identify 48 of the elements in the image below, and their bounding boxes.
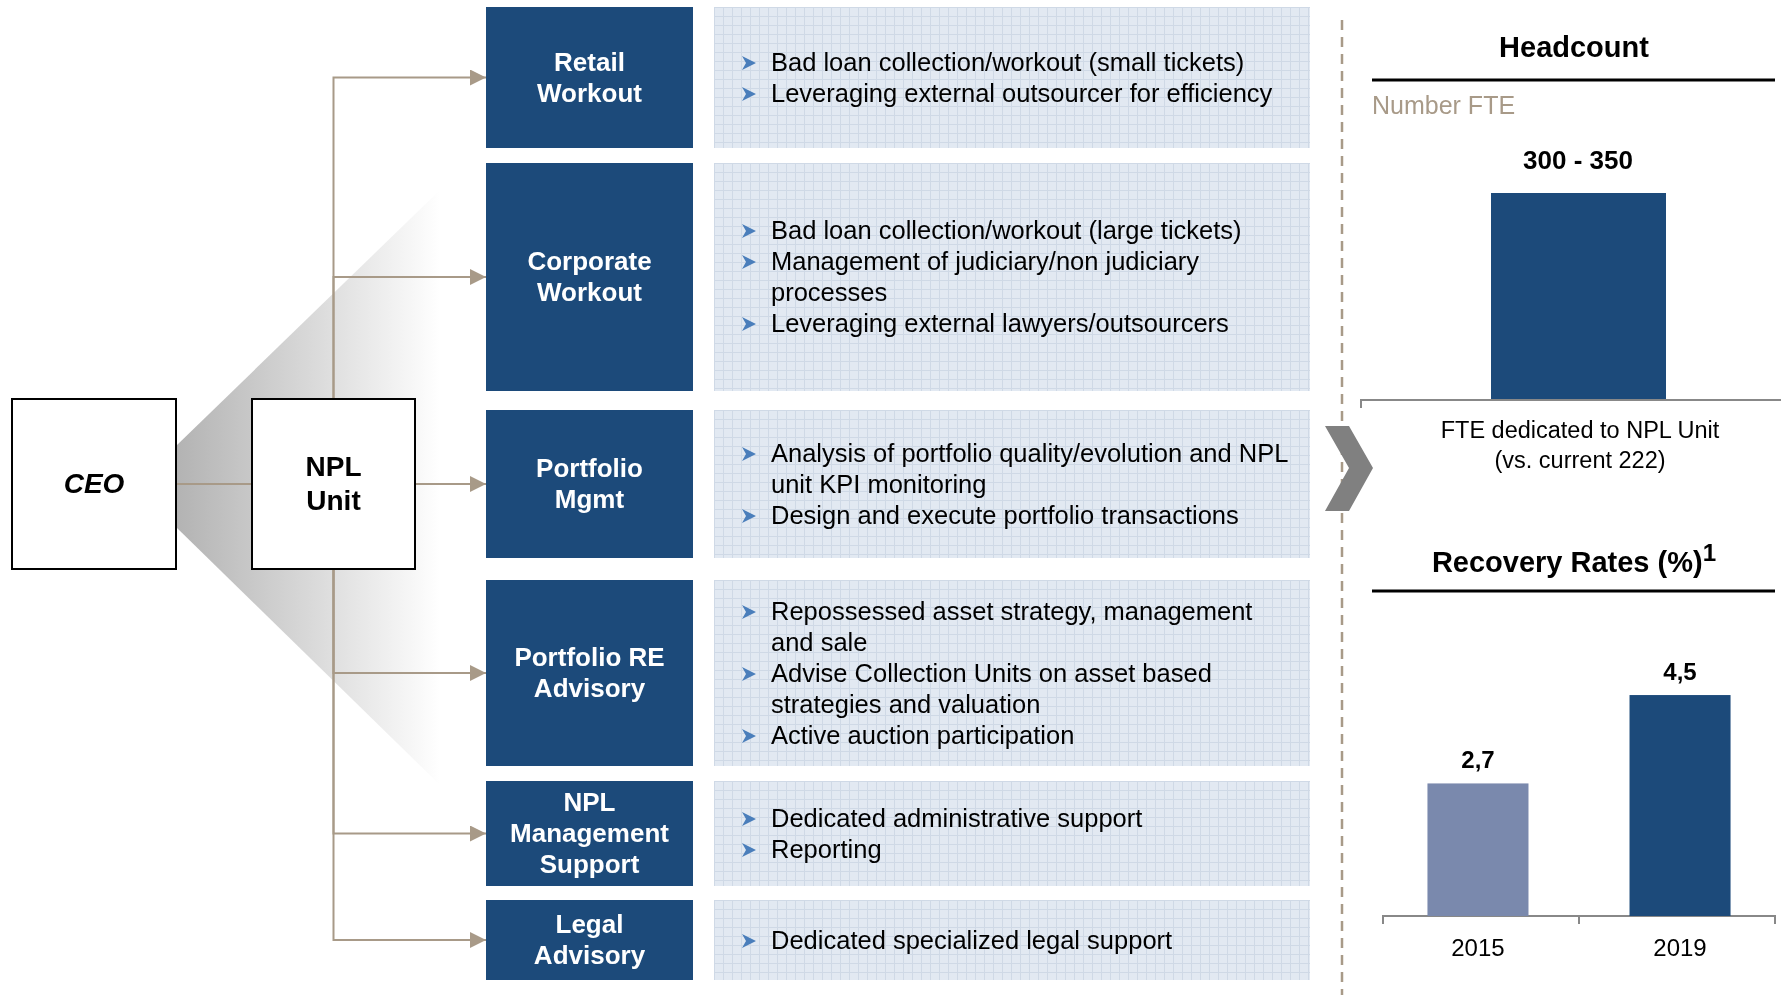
description-panel	[714, 580, 1310, 766]
value-label: 300 - 350	[1522, 145, 1634, 175]
department-box	[486, 163, 693, 391]
org-box	[251, 398, 416, 570]
department-name: NPL Management Support	[509, 787, 670, 880]
department-box	[486, 900, 693, 980]
department-name: Corporate Workout	[526, 246, 653, 308]
bullet-text: Design and execute portfolio transactions	[771, 499, 1239, 531]
unit-name: CEO	[63, 467, 125, 501]
chart-title: Recovery Rates (%)$^{1}$	[1430, 538, 1718, 579]
unit-name: NPL Unit	[304, 450, 363, 518]
unit-label: Number FTE	[1372, 90, 1517, 120]
bullet-text: Advise Collection Units on asset based strategies and valuation	[771, 657, 1213, 720]
value-label: 4,5	[1662, 657, 1698, 688]
department-name: Legal Advisory	[532, 909, 647, 971]
description-panel	[714, 163, 1310, 391]
bullet-text: Bad loan collection/workout (large tickets)	[771, 215, 1242, 246]
axis-label: 2019	[1652, 933, 1708, 963]
description-panel	[714, 900, 1310, 980]
department-box	[486, 410, 693, 558]
arrow	[332, 269, 487, 399]
bullet-text: Management of judiciary/non judiciary processes	[771, 246, 1201, 308]
bullet-text: Active auction participation	[771, 719, 1075, 751]
bullet-text: Repossessed asset strategy, management and sale	[771, 595, 1254, 658]
department-name: Portfolio RE Advisory	[513, 642, 666, 704]
bullet-text: Dedicated specialized legal support	[771, 924, 1173, 956]
department-box	[486, 781, 693, 886]
bullet-text: Leveraging external lawyers/outsourcers	[771, 308, 1229, 339]
value-label: 2,7	[1460, 745, 1496, 776]
bullet-text: Dedicated administrative support	[771, 802, 1143, 834]
bullet-text: Analysis of portfolio quality/evolution and NPL unit KPI monitoring	[771, 437, 1289, 500]
arrow	[415, 476, 487, 492]
bullet-text: Reporting	[771, 833, 882, 865]
connector-line	[176, 483, 252, 485]
description-panel	[714, 410, 1310, 558]
department-name: Retail Workout	[536, 46, 643, 109]
department-box	[486, 580, 693, 766]
department-box	[486, 7, 693, 148]
description-panel	[714, 7, 1310, 148]
arrow	[332, 569, 487, 948]
description-panel	[714, 781, 1310, 886]
category-label: FTE dedicated to NPL Unit (vs. current 222)	[1439, 416, 1721, 475]
department-name: Portfolio Mgmt	[535, 453, 644, 515]
org-box	[11, 398, 177, 570]
bullet-text: Leveraging external outsourcer for efficiency	[771, 77, 1273, 109]
section-title: Headcount	[1498, 32, 1650, 62]
bullet-text: Bad loan collection/workout (small tickets)	[771, 46, 1245, 78]
axis-label: 2015	[1450, 933, 1506, 963]
